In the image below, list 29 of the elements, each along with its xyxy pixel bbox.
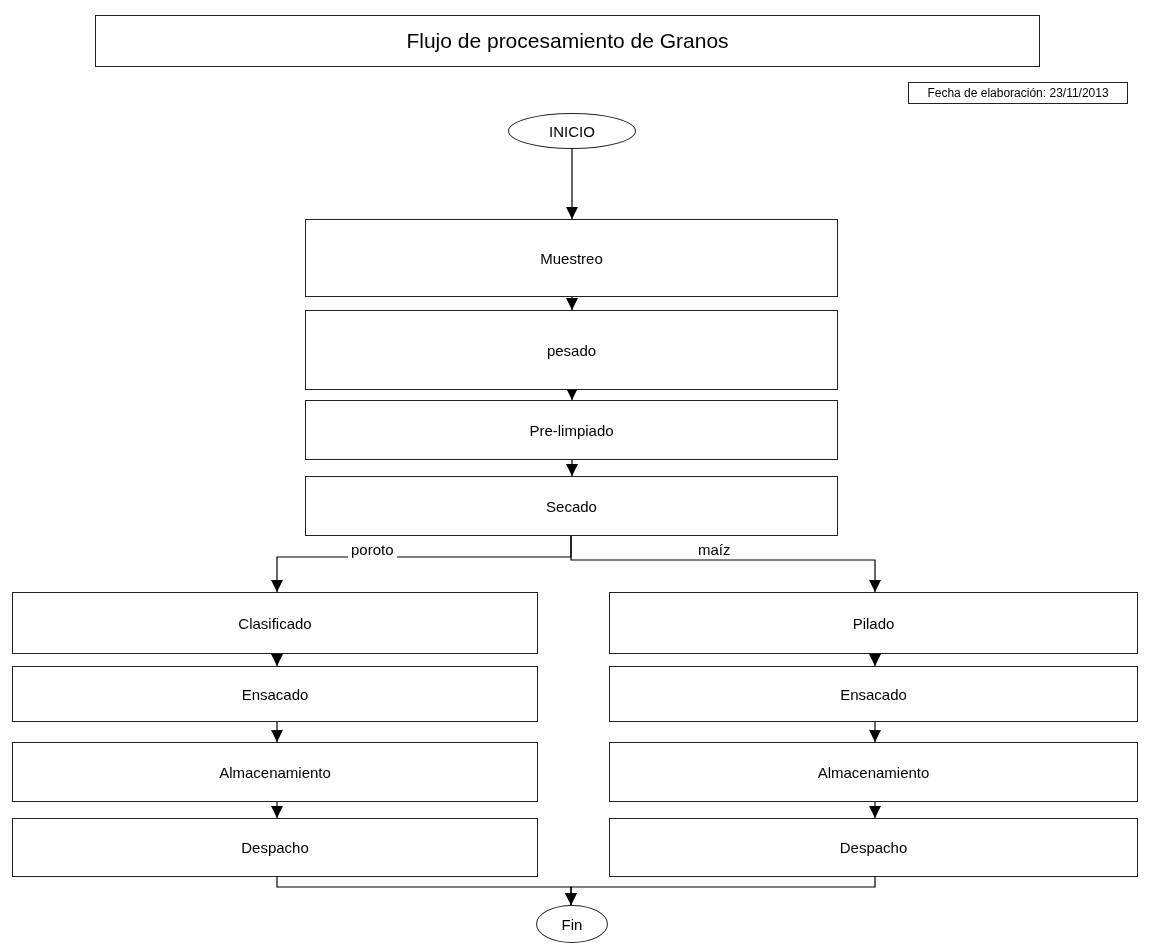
- date-box: Fecha de elaboración: 23/11/2013: [908, 82, 1128, 104]
- process-box: Ensacado: [12, 666, 538, 722]
- process-box: Secado: [305, 476, 838, 536]
- process-box: pesado: [305, 310, 838, 390]
- arrow: [565, 876, 876, 906]
- arrow: [566, 459, 578, 477]
- title-box: Flujo de procesamiento de Granos: [95, 15, 1040, 67]
- arrow: [566, 296, 578, 311]
- arrow: [570, 535, 881, 593]
- process-box: Almacenamiento: [609, 742, 1138, 802]
- start-terminal: INICIO: [508, 113, 636, 149]
- arrow: [271, 721, 283, 743]
- arrow: [566, 388, 578, 401]
- process-box: Clasificado: [12, 592, 538, 654]
- process-box: Ensacado: [609, 666, 1138, 722]
- process-box: Despacho: [12, 818, 538, 877]
- process-box: Almacenamiento: [12, 742, 538, 802]
- process-box: Despacho: [609, 818, 1138, 877]
- arrow: [869, 721, 881, 743]
- arrow: [869, 653, 881, 667]
- process-box: Pilado: [609, 592, 1138, 654]
- arrow: [566, 148, 578, 220]
- arrow: [271, 801, 283, 819]
- arrow: [869, 801, 881, 819]
- arrow: [271, 653, 283, 667]
- edge-label: poroto: [348, 542, 397, 559]
- end-terminal: Fin: [536, 905, 608, 943]
- process-box: Muestreo: [305, 219, 838, 297]
- process-box: Pre-limpiado: [305, 400, 838, 460]
